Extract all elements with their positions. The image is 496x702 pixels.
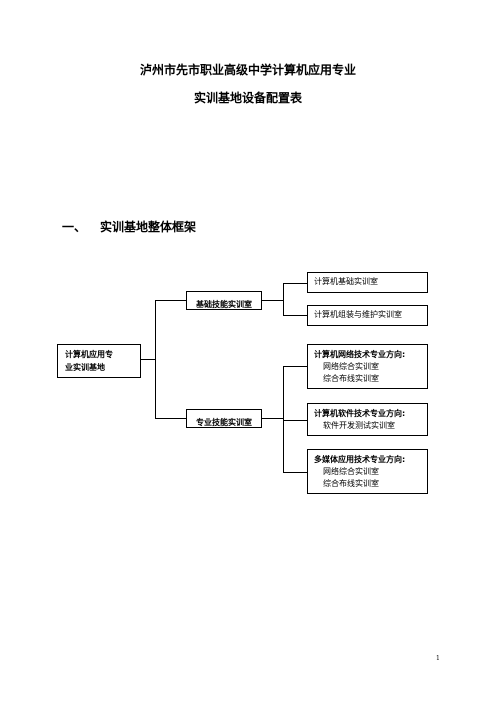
connector-branch-1-vertical: [283, 283, 284, 316]
leaf-node-multimedia-direction: 多媒体应用技术专业方向: 网络综合实训室 综合布线实训室: [307, 449, 428, 494]
leaf-node-multimedia-direction-title: 多媒体应用技术专业方向:: [314, 455, 406, 464]
root-node-line-2: 业实训基地: [65, 363, 105, 372]
leaf-node-multimedia-item-2: 综合布线实训室: [323, 479, 379, 488]
leaf-node-computer-basics: 计算机基础实训室: [307, 272, 428, 293]
leaf-node-network-direction: 计算机网络技术专业方向: 网络综合实训室 综合布线实训室: [307, 344, 428, 389]
section-number: 一、: [62, 220, 87, 234]
connector-leaf-3: [283, 366, 307, 367]
connector-leaf-5: [283, 472, 307, 473]
connector-trunk-branch-2: [155, 418, 186, 419]
branch-node-professional: 专业技能实训室: [186, 409, 262, 428]
connector-leaf-4: [283, 420, 307, 421]
leaf-node-network-item-2: 综合布线实训室: [323, 374, 379, 383]
connector-leaf-1: [283, 283, 307, 284]
branch-node-basic-label: 基础技能实训室: [196, 300, 252, 309]
connector-branch-2-vertical: [283, 366, 284, 473]
document-title-line-2: 实训基地设备配置表: [193, 91, 302, 105]
leaf-node-software-direction: 计算机软件技术专业方向: 软件开发测试实训室: [307, 403, 428, 436]
page-number: 1: [436, 655, 440, 662]
connector-branch-2-out: [262, 418, 283, 419]
connector-trunk-branch-1: [155, 300, 186, 301]
leaf-node-software-item-1: 软件开发测试实训室: [323, 421, 395, 430]
leaf-node-assembly-maintenance: 计算机组装与维护实训室: [307, 305, 428, 326]
connector-trunk-vertical: [155, 300, 156, 418]
section-heading: 一、实训基地整体框架: [62, 218, 196, 235]
branch-node-professional-label: 专业技能实训室: [196, 418, 252, 427]
connector-leaf-2: [283, 315, 307, 316]
leaf-node-network-direction-title: 计算机网络技术专业方向:: [314, 350, 406, 359]
leaf-node-computer-basics-label: 计算机基础实训室: [314, 277, 378, 286]
leaf-node-software-direction-title: 计算机软件技术专业方向:: [314, 409, 406, 418]
leaf-node-assembly-maintenance-label: 计算机组装与维护实训室: [314, 310, 402, 319]
root-node: 计算机应用专 业实训基地: [57, 344, 141, 378]
connector-branch-1-out: [262, 300, 283, 301]
connector-root-trunk: [140, 359, 156, 360]
leaf-node-network-item-1: 网络综合实训室: [323, 362, 379, 371]
leaf-node-multimedia-item-1: 网络综合实训室: [323, 467, 379, 476]
section-title: 实训基地整体框架: [100, 220, 197, 234]
document-title-line-1: 泸州市先市职业高级中学计算机应用专业: [139, 63, 356, 77]
root-node-line-1: 计算机应用专: [65, 350, 113, 359]
branch-node-basic: 基础技能实训室: [186, 291, 262, 310]
